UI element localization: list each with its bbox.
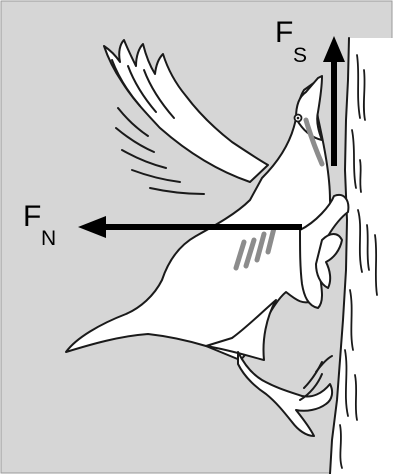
shear-force-label: F — [275, 16, 293, 49]
normal-force-label: F — [23, 200, 41, 233]
normal-force-subscript: N — [41, 227, 56, 250]
shear-force-subscript: S — [293, 44, 307, 67]
